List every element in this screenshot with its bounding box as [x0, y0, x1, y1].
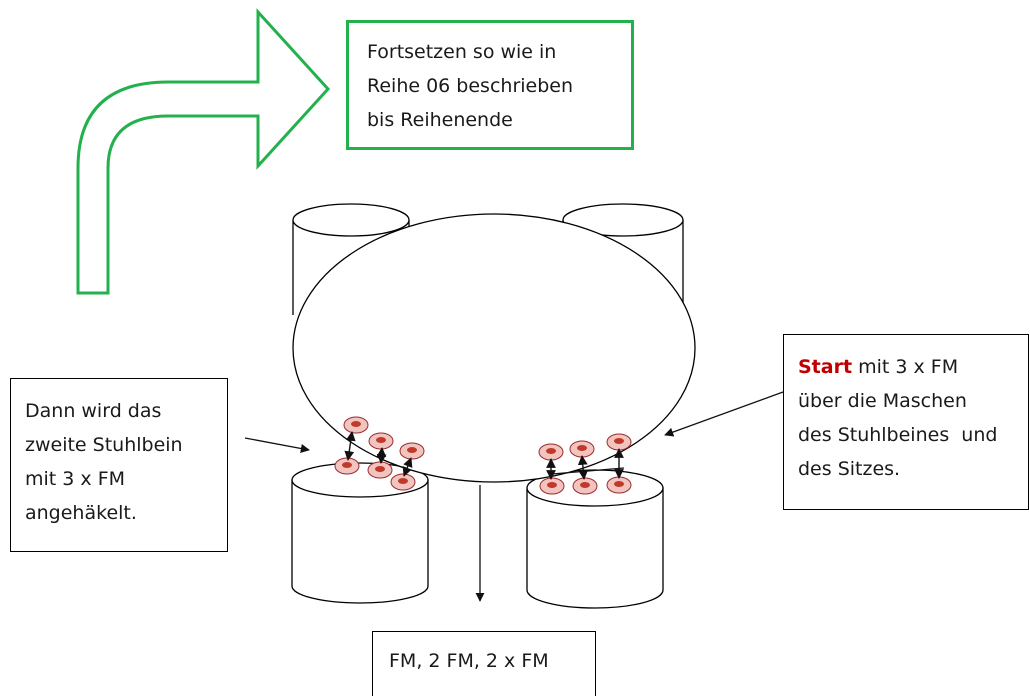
curved-arrow-icon: [76, 8, 331, 295]
instruction-line: des Sitzes.: [798, 458, 901, 480]
double-arrow-icon: [344, 431, 624, 480]
stitch-icon: [572, 477, 598, 495]
chair-leg-front-right: [526, 469, 664, 609]
instruction-box-top: Fortsetzen so wie in Reihe 06 beschriebe…: [346, 20, 634, 150]
stitch-icon: [569, 440, 595, 458]
stitch-icon: [606, 476, 632, 494]
instruction-line: angehäkelt.: [25, 502, 137, 524]
instruction-line: bis Reihenende: [367, 109, 513, 131]
stitches-left: [334, 416, 425, 491]
stitch-connector-line: [551, 467, 625, 475]
stitch-icon: [334, 457, 360, 475]
instruction-box-bottom: FM, 2 FM, 2 x FM: [372, 631, 596, 696]
instruction-line-first: Start mit 3 x FM: [798, 350, 1028, 384]
instruction-line: Dann wird das: [25, 400, 162, 422]
instruction-box-right: Start mit 3 x FM über die Maschen des St…: [783, 334, 1029, 510]
stitch-icon: [606, 433, 632, 451]
chair-seat: [292, 213, 696, 483]
chair-leg-front-left: [291, 462, 429, 604]
stitch-icon: [343, 416, 369, 434]
instruction-line: des Stuhlbeines und: [798, 424, 998, 446]
stitches-right: [538, 433, 632, 495]
instruction-line-rest: mit 3 x FM: [852, 356, 959, 378]
instruction-line: Fortsetzen so wie in: [367, 41, 557, 63]
instruction-line: FM, 2 FM, 2 x FM: [389, 650, 549, 672]
pointer-arrow-right: [664, 391, 784, 437]
stitch-icon: [399, 442, 425, 460]
stitch-icon: [367, 461, 393, 479]
instruction-line: über die Maschen: [798, 390, 967, 412]
stitch-icon: [539, 477, 565, 495]
instruction-line: zweite Stuhlbein: [25, 434, 183, 456]
instruction-line: mit 3 x FM: [25, 468, 126, 490]
stitch-icon: [538, 443, 564, 461]
start-label: Start: [798, 356, 853, 378]
pointer-arrow-left: [244, 437, 310, 453]
instruction-box-left: Dann wird das zweite Stuhlbein mit 3 x F…: [10, 378, 228, 552]
stitch-icon: [390, 473, 416, 491]
stitch-icon: [368, 432, 394, 450]
instruction-line: Reihe 06 beschrieben: [367, 75, 574, 97]
